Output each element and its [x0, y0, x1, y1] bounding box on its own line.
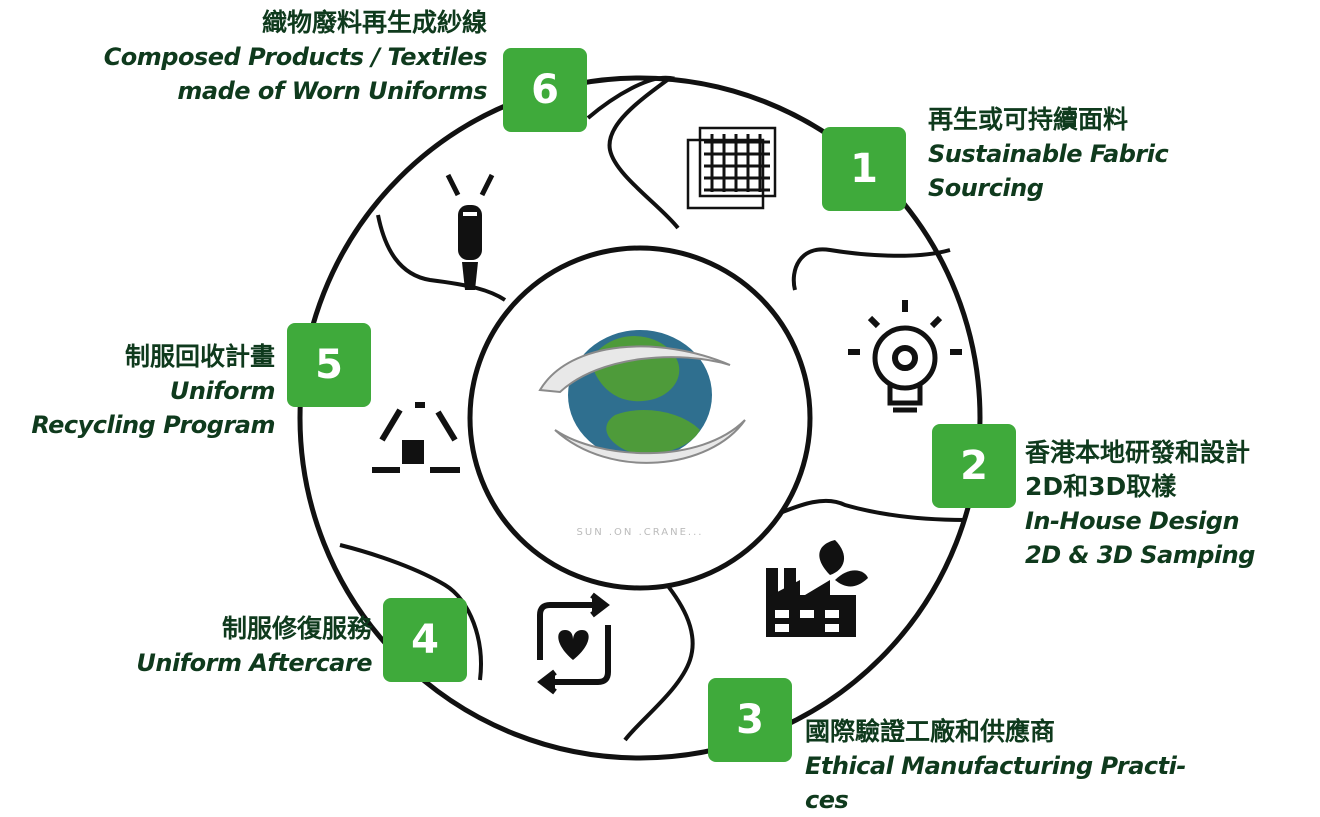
step-3-label: 國際驗證工廠和供應商 Ethical Manufacturing Practi-…: [805, 715, 1186, 817]
step-3-zh: 國際驗證工廠和供應商: [805, 717, 1056, 746]
recycle-vest-icon: [372, 402, 460, 473]
step-1-badge: 1: [822, 127, 906, 211]
segment-divider: [339, 543, 483, 681]
step-6-label: 織物廢料再生成紗線 Composed Products / Textiles m…: [103, 6, 488, 108]
lightbulb-gear-icon: [848, 300, 962, 413]
step-2-badge: 2: [932, 424, 1016, 508]
step-6-en: Composed Products / Textiles made of Wor…: [103, 43, 488, 105]
step-2-label: 香港本地研發和設計 2D和3D取樣 In-House Design 2D & 3…: [1025, 436, 1255, 572]
segment-divider: [586, 75, 680, 230]
center-caption: SUN .ON .CRANE...: [577, 527, 704, 538]
step-5-label: 制服回收計畫 Uniform Recycling Program: [31, 340, 275, 442]
step-3-en: Ethical Manufacturing Practi- ces: [805, 752, 1186, 814]
repair-heart-icon: [537, 592, 611, 695]
zipper-icon: [445, 173, 495, 290]
step-4-label: 制服修復服務 Uniform Aftercare: [136, 612, 372, 680]
step-5-badge: 5: [287, 323, 371, 407]
step-4-badge: 4: [383, 598, 467, 682]
eco-factory-icon: [766, 540, 868, 637]
step-3-badge: 3: [708, 678, 792, 762]
step-1-zh: 再生或可持續面料: [928, 105, 1129, 134]
step-6-zh: 織物廢料再生成紗線: [261, 8, 487, 37]
segment-divider: [791, 247, 951, 291]
segment-divider: [376, 214, 507, 302]
step-5-en: Uniform Recycling Program: [31, 377, 275, 439]
step-4-zh: 制服修復服務: [221, 614, 372, 643]
step-5-zh: 制服回收計畫: [124, 342, 275, 371]
fabric-swatch-icon: [686, 126, 777, 210]
step-1-label: 再生或可持續面料 Sustainable Fabric Sourcing: [928, 103, 1169, 205]
step-2-zh: 香港本地研發和設計 2D和3D取樣: [1025, 438, 1251, 501]
globe-logo: SUN .ON .CRANE...: [538, 330, 746, 538]
step-6-badge: 6: [503, 48, 587, 132]
step-1-en: Sustainable Fabric Sourcing: [928, 140, 1169, 202]
segment-divider: [779, 498, 966, 522]
step-4-en: Uniform Aftercare: [136, 649, 372, 677]
segment-divider: [623, 574, 695, 742]
step-2-en: In-House Design 2D & 3D Samping: [1025, 507, 1255, 569]
